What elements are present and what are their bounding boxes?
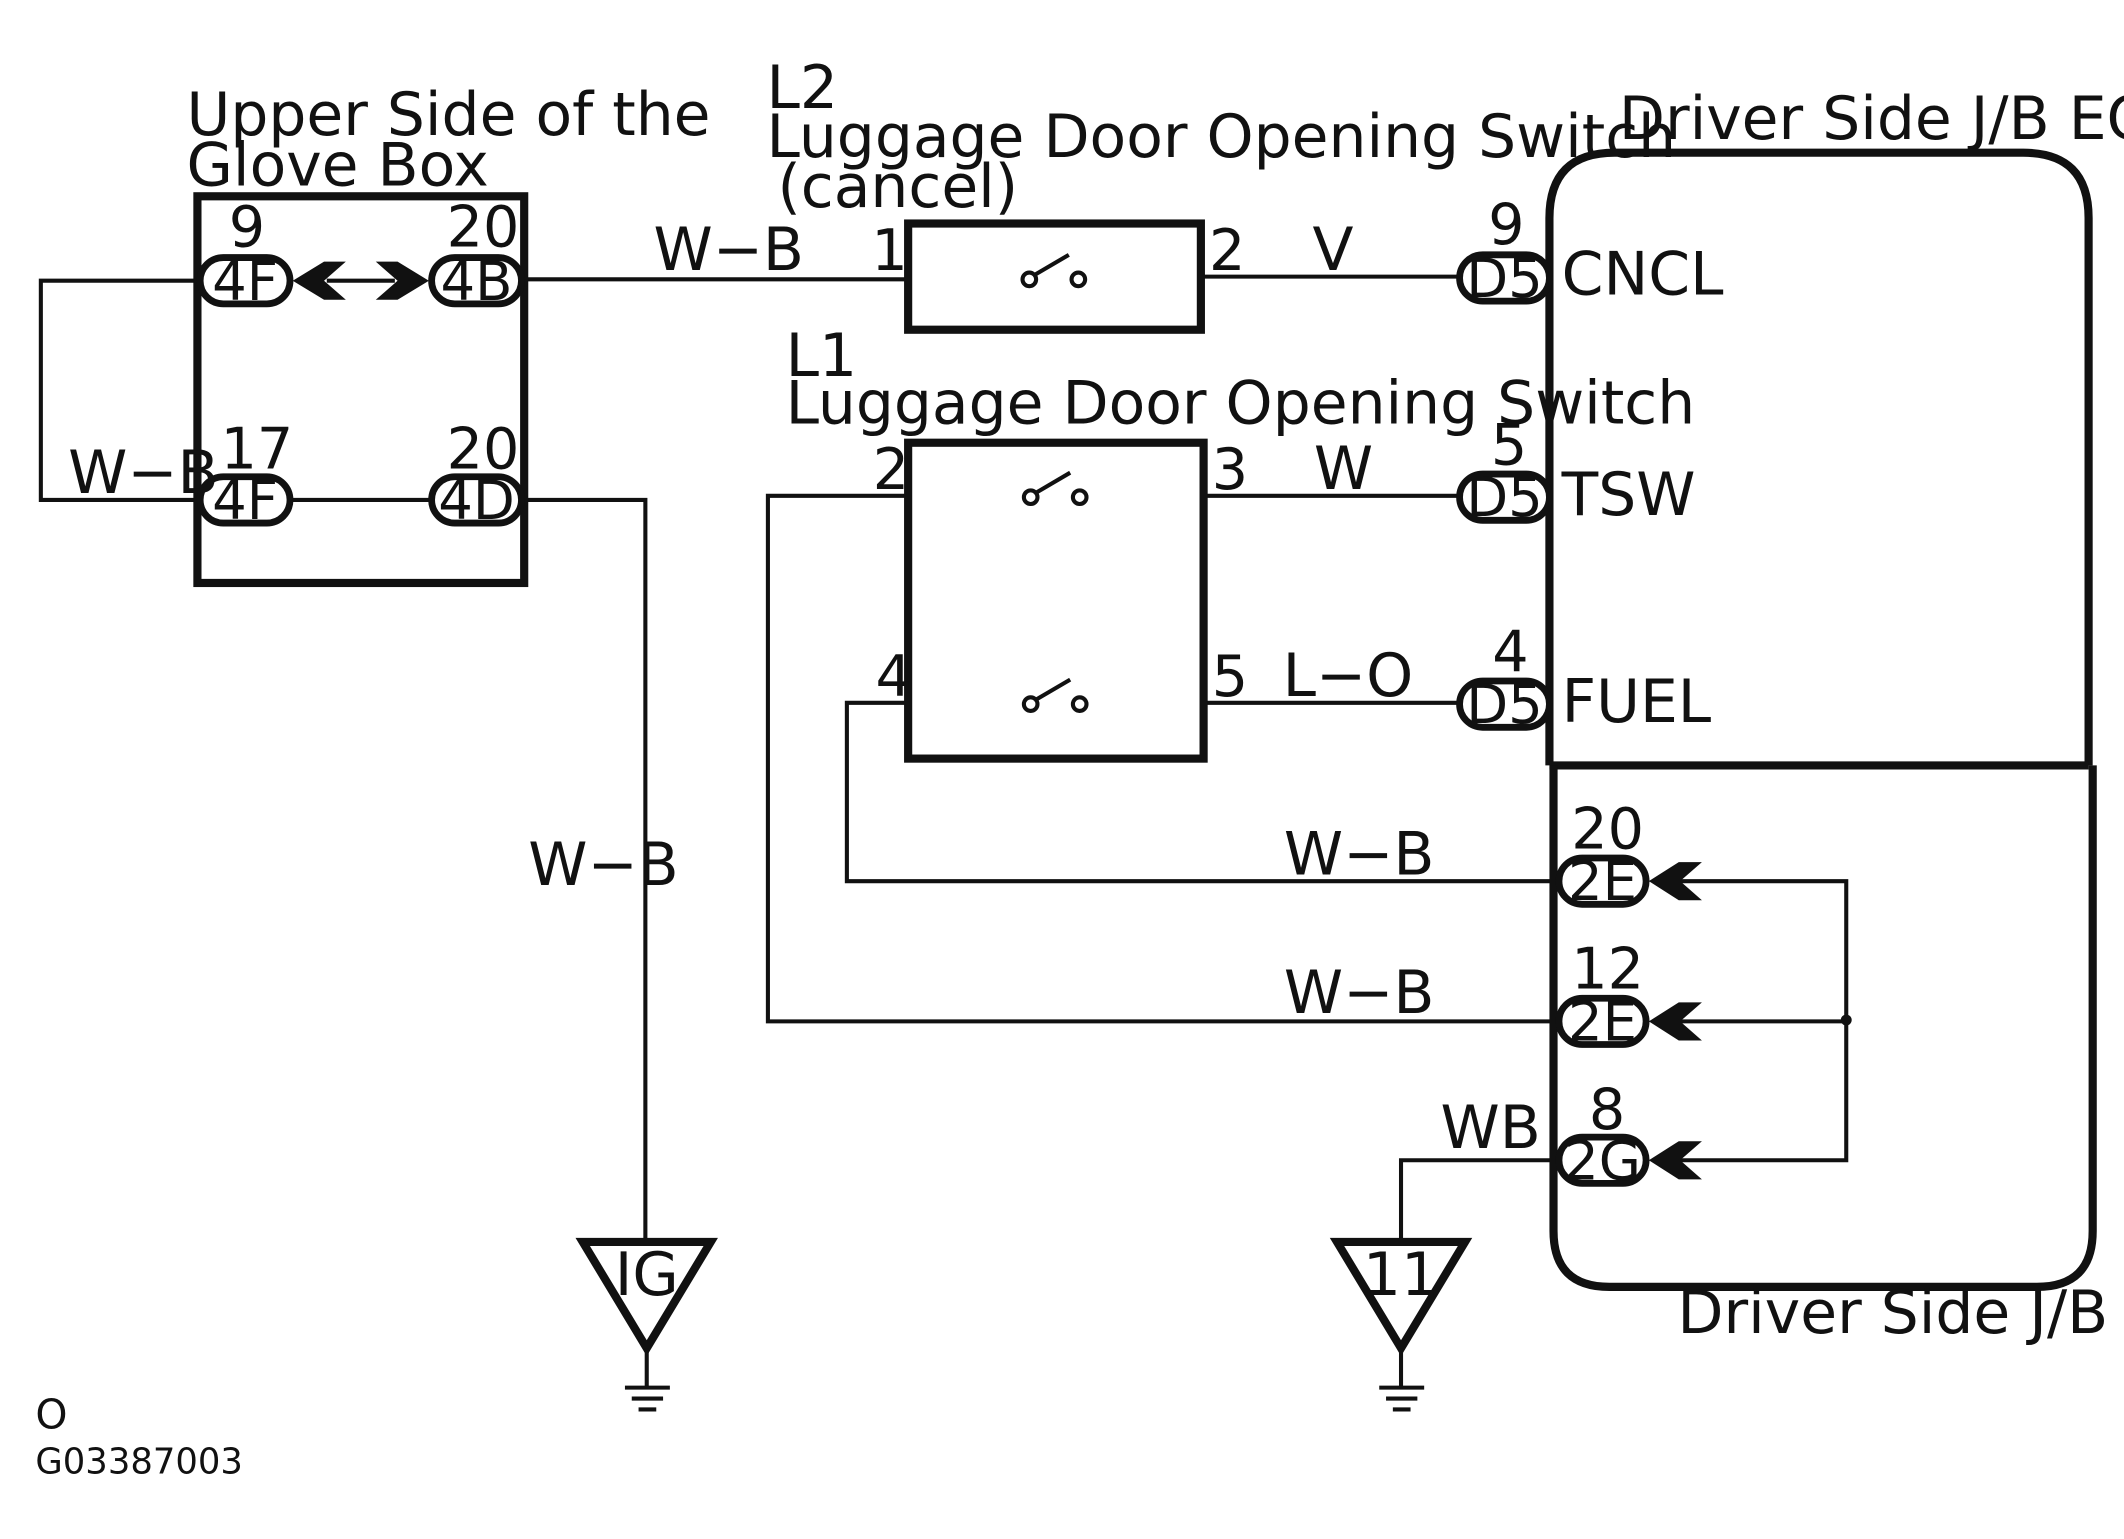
l1-pin-2: 2 xyxy=(873,437,909,503)
wire-label-wb-ground: WB xyxy=(1441,1093,1541,1163)
l2-code: L2 xyxy=(767,53,838,123)
jb-block: Driver Side J/B 20 2E 12 2E 8 2G xyxy=(1549,765,2108,1348)
wire-2g-to-ground11 xyxy=(1398,1158,1559,1242)
ecu-fuel-label: FUEL xyxy=(1562,667,1712,737)
l1-switch-upper-contact-left xyxy=(1021,488,1040,507)
connector-4f-top xyxy=(196,254,294,308)
chevron-right-icon xyxy=(375,261,429,300)
ground-11: 11 xyxy=(1329,1237,1473,1412)
connector-2e-20-label: 2E xyxy=(1568,849,1637,913)
chevron-2g-icon xyxy=(1648,1141,1702,1180)
connector-2e-20 xyxy=(1555,854,1650,908)
l2-pin-1: 1 xyxy=(871,218,907,284)
connector-d5-tsw xyxy=(1456,470,1553,524)
chevron-left-icon xyxy=(292,261,346,300)
l1-switch-outline xyxy=(904,438,1208,763)
glovebox-pin-20-top: 20 xyxy=(447,195,520,261)
ground-ig-triangle-icon xyxy=(575,1237,718,1357)
wire-labels: W−B W−B W−B V W L−O W−B W−B WB xyxy=(68,215,1541,1163)
junction-dot xyxy=(1840,1014,1852,1026)
connector-2e-12-label: 2E xyxy=(1568,989,1637,1053)
l2-sub: (cancel) xyxy=(777,152,1018,222)
wire-4d-to-ig xyxy=(524,497,648,1242)
ecu-cncl-label: CNCL xyxy=(1562,239,1724,309)
ecu-title: Driver Side J/B ECU xyxy=(1619,84,2124,154)
ecu-block: Driver Side J/B ECU 9 D5 CNCL 5 D5 TSW 4… xyxy=(1456,84,2124,770)
ecu-tsw-label: TSW xyxy=(1561,460,1696,530)
ecu-tsw-pin: 5 xyxy=(1491,413,1527,479)
l2-switch-contact-right xyxy=(1069,270,1088,289)
l1-pin-5: 5 xyxy=(1212,644,1248,710)
glovebox-outline xyxy=(193,192,529,588)
glovebox-pin-17: 17 xyxy=(221,417,294,483)
l2-pin-2: 2 xyxy=(1209,218,1245,284)
jb-pin-8: 8 xyxy=(1589,1077,1625,1143)
l2-switch-outline xyxy=(904,219,1205,334)
connector-2g xyxy=(1555,1133,1650,1187)
wire-loop-left xyxy=(38,278,198,502)
wire-label-wb-mid: W−B xyxy=(1284,819,1435,889)
wire-label-w: W xyxy=(1314,434,1373,504)
glovebox-title-line1: Upper Side of the xyxy=(187,80,711,150)
jb-title: Driver Side J/B xyxy=(1677,1278,2108,1348)
connector-4b xyxy=(428,254,525,308)
connector-d5-fuel xyxy=(1456,677,1553,731)
l1-switch-lower-contact-left xyxy=(1021,695,1040,713)
wire-label-wb-low: W−B xyxy=(1284,958,1435,1028)
ground-ig: IG xyxy=(575,1237,718,1412)
jb-outline xyxy=(1549,765,2097,1291)
chevron-2e-12-icon xyxy=(1648,1002,1702,1041)
l1-name: Luggage Door Opening Switch xyxy=(786,369,1696,439)
l2-switch-block: L2 Luggage Door Opening Switch (cancel) … xyxy=(767,53,1677,334)
ecu-cncl-pin: 9 xyxy=(1488,192,1524,258)
wire-label-lo: L−O xyxy=(1283,641,1414,711)
glovebox-pin-20-bottom: 20 xyxy=(447,417,520,483)
l2-switch-contact-left xyxy=(1020,270,1039,289)
l1-switch-block: L1 Luggage Door Opening Switch 2 3 4 5 xyxy=(786,321,1696,763)
chevron-2e-20-icon xyxy=(1648,862,1702,901)
connector-4d xyxy=(428,473,525,527)
wire-label-wb-left: W−B xyxy=(68,438,219,508)
figure-id: G03387003 xyxy=(35,1441,242,1482)
connector-2g-label: 2G xyxy=(1564,1128,1641,1192)
wire-l1pin4-to-2e xyxy=(844,700,1559,884)
connector-4d-label: 4D xyxy=(438,468,515,532)
connector-d5-cncl-label: D5 xyxy=(1466,246,1543,310)
wires xyxy=(38,274,1852,1242)
ecu-outline xyxy=(1545,148,2093,766)
ground-ig-label: IG xyxy=(615,1240,679,1310)
wire-l1pin2-to-2e xyxy=(765,493,1559,1024)
wire-label-wb-vertical: W−B xyxy=(528,830,679,900)
connector-4b-label: 4B xyxy=(441,249,513,313)
connector-d5-fuel-label: D5 xyxy=(1466,672,1543,736)
wire-label-v: V xyxy=(1313,215,1354,285)
l1-switch-upper-contact-right xyxy=(1070,488,1089,507)
jb-pin-12: 12 xyxy=(1571,937,1644,1003)
glovebox-block: Upper Side of the Glove Box 9 20 17 20 4… xyxy=(187,80,711,588)
ground-11-label: 11 xyxy=(1363,1240,1439,1310)
l1-pin-3: 3 xyxy=(1212,437,1248,503)
l1-switch-lower-contact-right xyxy=(1070,695,1089,713)
connector-4f-bottom-label: 4F xyxy=(212,468,278,532)
glovebox-title-line2: Glove Box xyxy=(187,130,489,200)
l1-pin-4: 4 xyxy=(875,644,911,710)
footer-code: O xyxy=(35,1390,67,1438)
l1-code: L1 xyxy=(786,321,857,391)
connector-4f-top-label: 4F xyxy=(212,249,278,313)
jb-pin-20: 20 xyxy=(1571,796,1644,862)
ecu-fuel-pin: 4 xyxy=(1492,619,1528,685)
connector-d5-cncl xyxy=(1456,251,1553,305)
connector-d5-tsw-label: D5 xyxy=(1466,465,1543,529)
connector-2e-12 xyxy=(1555,994,1650,1048)
ground-11-triangle-icon xyxy=(1329,1237,1473,1357)
wire-label-wb-top: W−B xyxy=(654,215,805,285)
connector-4f-bottom xyxy=(196,473,294,527)
l2-name: Luggage Door Opening Switch xyxy=(767,102,1677,172)
glovebox-pin-9: 9 xyxy=(229,195,265,261)
